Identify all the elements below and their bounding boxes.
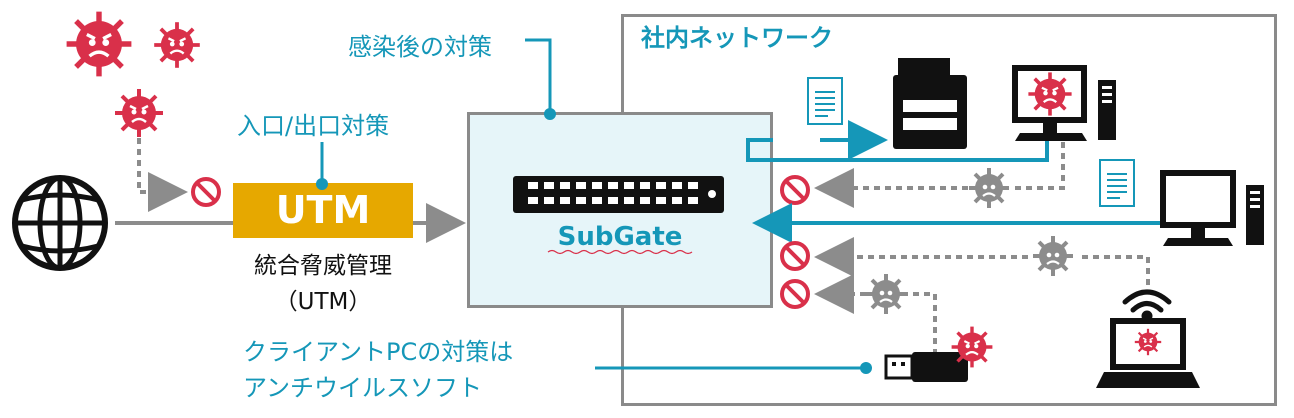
infected-desktop-pc-icon <box>1012 65 1116 141</box>
virus-icon <box>1133 327 1163 357</box>
after-infection-pin-line <box>525 38 552 114</box>
virus-icon <box>113 87 165 139</box>
block-icon <box>780 175 810 205</box>
globe-icon <box>12 175 108 271</box>
virus-icon <box>1031 234 1075 278</box>
virus-icon <box>864 272 908 316</box>
subgate-label: SubGate <box>557 222 683 252</box>
usb-drive-icon <box>884 352 968 382</box>
subgate-to-pc-path <box>746 138 1049 162</box>
after-infection-label: 感染後の対策 <box>348 33 492 61</box>
entry-exit-pin <box>316 178 328 190</box>
entry-exit-label: 入口/出口対策 <box>237 112 390 140</box>
utm-full-line1: 統合脅威管理 <box>254 253 392 279</box>
infected-pc-traffic-path <box>1010 142 1065 190</box>
wifi-icon <box>1122 289 1172 322</box>
blocked-virus-path <box>137 138 188 212</box>
virus-icon <box>949 324 995 370</box>
utm-box: UTM <box>233 183 413 238</box>
client-antivirus-label: クライアントPCの対策は アンチウイルスソフト <box>243 334 513 406</box>
virus-icon <box>67 12 132 77</box>
after-infection-pin <box>544 108 556 120</box>
printer-icon <box>893 58 967 149</box>
desktop-pc-icon <box>1160 170 1264 246</box>
client-line2: アンチウイルスソフト <box>243 374 483 402</box>
laptop-traffic-path <box>1080 255 1150 285</box>
utm-full-name: 統合脅威管理 （UTM） <box>218 248 428 320</box>
block-icon <box>191 177 221 207</box>
client-line1: クライアントPCの対策は <box>243 338 514 366</box>
utm-full-line2: （UTM） <box>274 289 372 315</box>
document-icon <box>807 77 843 125</box>
block-icon <box>780 241 810 271</box>
block-icon <box>780 279 810 309</box>
virus-icon <box>1026 70 1074 118</box>
document-icon <box>1099 159 1135 207</box>
virus-icon <box>967 166 1011 210</box>
usb-traffic-path <box>905 292 937 355</box>
internal-network-title: 社内ネットワーク <box>641 24 833 52</box>
network-switch-icon <box>513 176 724 213</box>
virus-icon <box>152 20 202 70</box>
client-pin <box>860 362 872 374</box>
spellcheck-underline <box>547 249 693 255</box>
